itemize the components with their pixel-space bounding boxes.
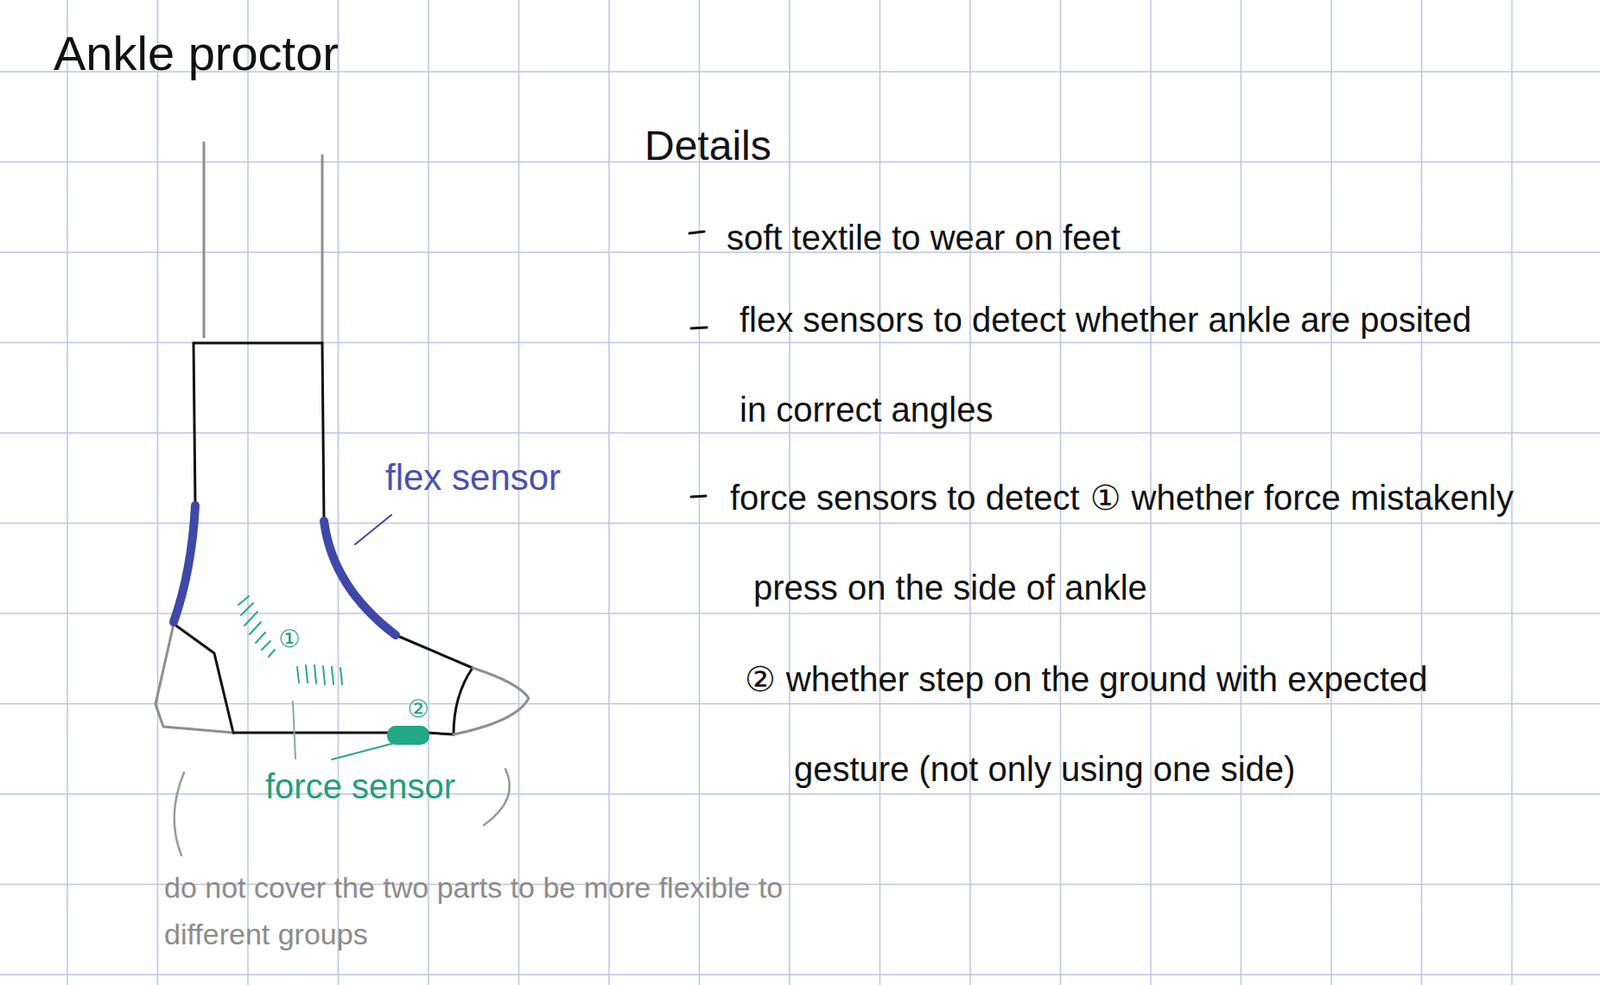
callout-number: ① bbox=[1090, 477, 1122, 518]
section-heading: Details bbox=[644, 120, 772, 172]
sock-cuff bbox=[193, 342, 323, 345]
hatch-stroke bbox=[268, 649, 275, 657]
bracket bbox=[174, 772, 185, 856]
grid-line bbox=[0, 973, 1600, 976]
sock-sole bbox=[233, 731, 394, 735]
sock-outline bbox=[322, 342, 324, 521]
grid-line bbox=[0, 793, 1600, 795]
heel-outline bbox=[155, 623, 234, 733]
detail-bullet: soft textile to wear on feet bbox=[726, 192, 1556, 283]
detail-item: ②whether step on the ground with expecte… bbox=[744, 634, 1488, 814]
hatch-stroke bbox=[255, 632, 266, 643]
force-area-hatch bbox=[297, 665, 343, 685]
hatch-stroke bbox=[323, 666, 325, 685]
part-label: flex sensor bbox=[385, 456, 561, 500]
design-note: do not cover the two parts to be more fl… bbox=[164, 863, 873, 958]
leader-line bbox=[355, 514, 392, 545]
toe-opening bbox=[453, 667, 473, 735]
toe-outline bbox=[453, 667, 529, 735]
grid-line bbox=[66, 0, 69, 985]
detail-bullet: whether step on the ground with expected… bbox=[786, 660, 1429, 788]
grid-line bbox=[247, 0, 249, 985]
leader-line bbox=[292, 701, 296, 759]
hatch-stroke bbox=[261, 641, 271, 650]
sock-outline bbox=[193, 342, 196, 506]
detail-item: force sensors to detect①whether force mi… bbox=[730, 452, 1534, 633]
hatch-stroke bbox=[305, 665, 308, 683]
force-area-hatch bbox=[238, 596, 275, 657]
callout-number: ② bbox=[406, 694, 429, 724]
heel-opening bbox=[173, 623, 234, 733]
hatch-stroke bbox=[249, 622, 261, 635]
leg-outline bbox=[321, 155, 324, 343]
hatch-stroke bbox=[340, 667, 343, 685]
detail-bullet: flex sensors to detect whether ankle are… bbox=[739, 274, 1500, 455]
flex-sensor bbox=[323, 520, 396, 635]
grid-line bbox=[0, 161, 1600, 164]
grid-line bbox=[0, 612, 1600, 615]
hatch-stroke bbox=[244, 611, 258, 626]
grid-line bbox=[608, 0, 610, 985]
grid-line bbox=[157, 0, 159, 985]
sketch-title: Ankle proctor bbox=[53, 24, 339, 83]
hatch-stroke bbox=[241, 603, 254, 616]
sock-sole bbox=[426, 732, 454, 735]
bullet-dash bbox=[689, 231, 705, 234]
flex-sensor bbox=[173, 505, 196, 623]
hatch-stroke bbox=[238, 596, 249, 605]
bullet-dash bbox=[691, 327, 707, 329]
grid-line bbox=[0, 522, 1600, 525]
hatch-stroke bbox=[297, 666, 299, 683]
grid-line bbox=[0, 342, 1600, 344]
leg-outline bbox=[203, 142, 206, 337]
hatch-stroke bbox=[331, 666, 334, 685]
callout-number: ① bbox=[278, 624, 300, 654]
bullet-dash bbox=[691, 495, 706, 497]
grid-line bbox=[0, 431, 1600, 434]
leader-line bbox=[331, 741, 401, 760]
callout-number: ② bbox=[744, 659, 776, 699]
bracket bbox=[483, 768, 510, 826]
detail-bullet: force sensors to detect bbox=[730, 478, 1080, 517]
hatch-stroke bbox=[314, 665, 317, 684]
sock-instep bbox=[395, 634, 473, 668]
grid-line bbox=[0, 703, 1600, 705]
force-sensor-pad bbox=[387, 726, 429, 744]
bullet-dashes bbox=[689, 231, 707, 497]
part-label: force sensor bbox=[265, 765, 456, 807]
grid-line bbox=[337, 0, 340, 985]
